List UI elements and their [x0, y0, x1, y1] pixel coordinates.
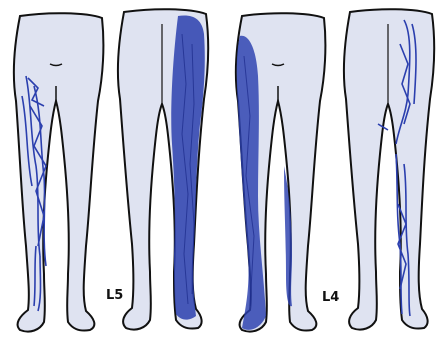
legs-back-l5 [118, 9, 208, 329]
label-l5: L5 [106, 288, 123, 303]
legs-front-l4 [236, 13, 325, 331]
label-l4: L4 [322, 290, 339, 305]
legs-back-l4 [344, 9, 434, 329]
l5-back-shading [171, 16, 205, 320]
legs-front-l5 [14, 13, 103, 331]
